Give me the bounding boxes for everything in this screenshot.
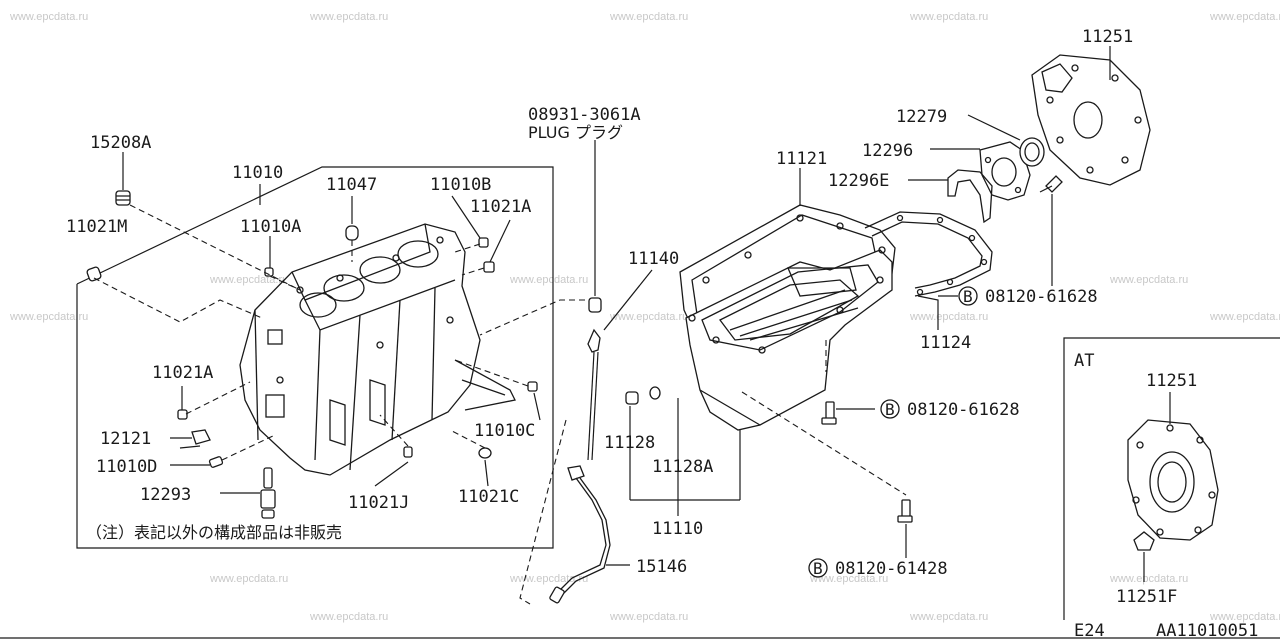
oil-pan (625, 204, 993, 523)
part-label-12121: 12121 (100, 429, 151, 449)
part-label-11010C: 11010C (474, 421, 535, 441)
part-label-11010B: 11010B (430, 175, 491, 195)
part-label-15208A: 15208A (90, 133, 151, 153)
part-label-12296E: 12296E (828, 171, 889, 191)
watermark: www.epcdata.ru (609, 311, 688, 323)
part-label-11021M: 11021M (66, 217, 127, 237)
part-label-11251-at: 11251 (1146, 371, 1197, 391)
part-label-12279: 12279 (896, 107, 947, 127)
watermark: www.epcdata.ru (509, 573, 588, 585)
part-label-11121: 11121 (776, 149, 827, 169)
rear-seal-leaders (908, 46, 1111, 286)
watermark: www.epcdata.ru (1109, 274, 1188, 286)
block-leaders (122, 152, 541, 494)
part-label-11251F: 11251F (1116, 587, 1177, 607)
block-frame (76, 166, 554, 549)
watermark: www.epcdata.ru (9, 11, 88, 23)
watermark: www.epcdata.ru (9, 311, 88, 323)
watermark: www.epcdata.ru (1209, 11, 1280, 23)
oil-pan-leaders (629, 168, 958, 558)
watermark: www.epcdata.ru (509, 274, 588, 286)
bolt-label-3: B 08120-61428 (808, 558, 948, 579)
part-label-11021A-top: 11021A (470, 197, 531, 217)
block-small-parts (86, 190, 538, 519)
watermark: www.epcdata.ru (609, 11, 688, 23)
part-label-12296: 12296 (862, 141, 913, 161)
part-label-11140: 11140 (628, 249, 679, 269)
watermark: www.epcdata.ru (809, 573, 888, 585)
bolt-prefix: B (813, 559, 823, 578)
part-label-11128A: 11128A (652, 457, 713, 477)
part-label-15146: 15146 (636, 557, 687, 577)
part-label-11251-top: 11251 (1082, 27, 1133, 47)
part-label-11021J: 11021J (348, 493, 409, 513)
part-label-11124: 11124 (920, 333, 971, 353)
part-label-12293: 12293 (140, 485, 191, 505)
part-label-08120-61628-a: 08120-61628 (985, 287, 1098, 307)
part-label-08931-3061A: 08931-3061A (528, 105, 641, 125)
watermark: www.epcdata.ru (1209, 611, 1280, 623)
watermarks: www.epcdata.ru www.epcdata.ru www.epcdat… (9, 11, 1280, 623)
watermark: www.epcdata.ru (309, 611, 388, 623)
part-label-11110: 11110 (652, 519, 703, 539)
bolt-prefix: B (885, 400, 895, 419)
part-label-08120-61628-b: 08120-61628 (907, 400, 1020, 420)
watermark: www.epcdata.ru (1109, 573, 1188, 585)
block-dashed-lines (93, 204, 595, 461)
bolt-label-2: B 08120-61628 (880, 399, 1020, 420)
part-label-11021C: 11021C (458, 487, 519, 507)
watermark: www.epcdata.ru (1209, 311, 1280, 323)
part-label-11010D: 11010D (96, 457, 157, 477)
cylinder-block (239, 223, 516, 476)
watermark: www.epcdata.ru (909, 11, 988, 23)
part-label-11021A-left: 11021A (152, 363, 213, 383)
watermark: www.epcdata.ru (309, 11, 388, 23)
part-label-08120-61428: 08120-61428 (835, 559, 948, 579)
footer-code-right: AA11010051 (1156, 621, 1258, 640)
watermark: www.epcdata.ru (609, 611, 688, 623)
note-text: （注）表記以外の構成部品は非販売 (86, 523, 342, 542)
part-label-11010: 11010 (232, 163, 283, 183)
watermark: www.epcdata.ru (909, 611, 988, 623)
at-inset (1063, 337, 1280, 620)
part-label-11010A: 11010A (240, 217, 301, 237)
rear-seal-parts (947, 54, 1151, 224)
part-label-11128: 11128 (604, 433, 655, 453)
watermark: www.epcdata.ru (909, 311, 988, 323)
footer-code-left: E24 (1074, 621, 1105, 640)
dipstick-assembly (519, 140, 641, 605)
bolt-label-1: B 08120-61628 (958, 286, 1098, 307)
at-label: AT (1074, 351, 1094, 371)
part-label-11047: 11047 (326, 175, 377, 195)
watermark: www.epcdata.ru (209, 573, 288, 585)
watermark: www.epcdata.ru (209, 274, 288, 286)
part-label-plug: PLUG プラグ (528, 123, 623, 142)
bolt-prefix: B (963, 287, 973, 306)
